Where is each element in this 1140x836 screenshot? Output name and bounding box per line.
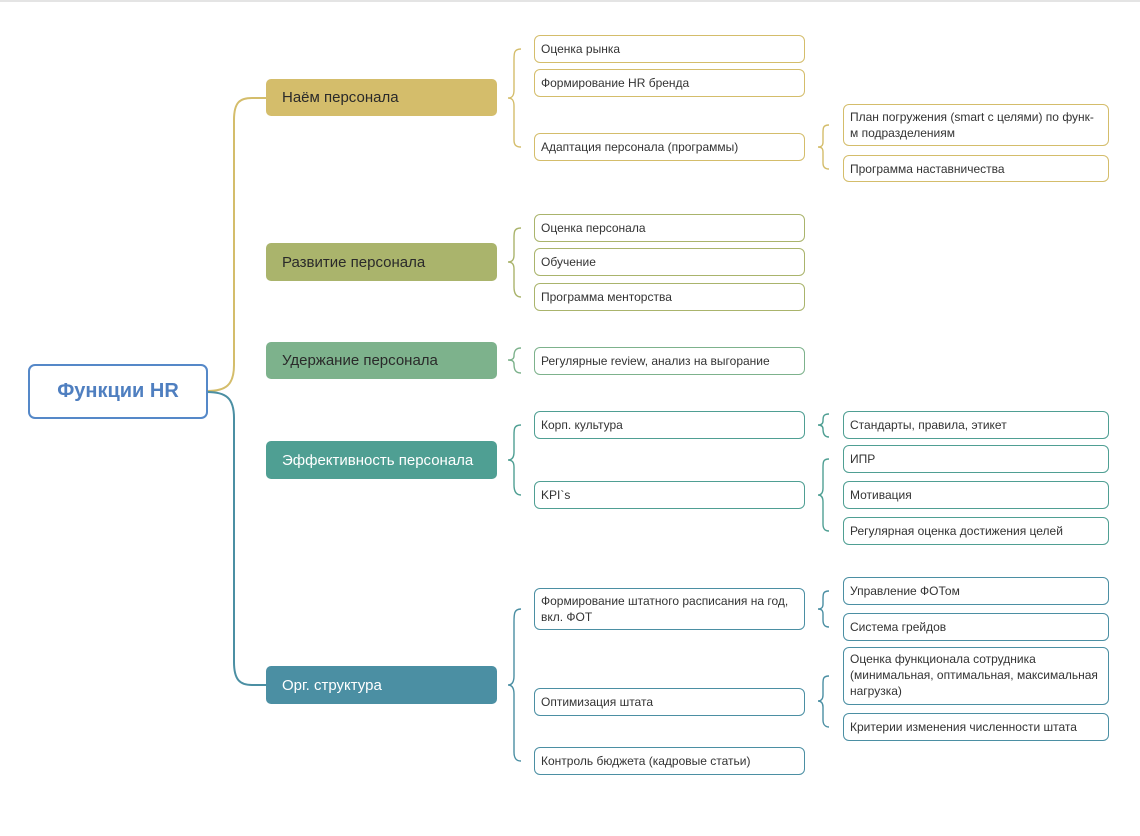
branch-label: Орг. структура <box>282 676 382 694</box>
node-label: Формирование штатного расписания на год,… <box>541 594 789 624</box>
branch-development[interactable]: Развитие персонала <box>266 243 497 281</box>
node-label: Система грейдов <box>850 620 947 634</box>
branch-label: Развитие персонала <box>282 253 426 271</box>
node-function-assessment[interactable]: Оценка функционала сотрудника (минимальн… <box>843 647 1109 705</box>
node-label: Оценка рынка <box>541 42 621 56</box>
node-market-assessment[interactable]: Оценка рынка <box>534 35 805 63</box>
bracket-culture <box>817 413 830 438</box>
branch-label: Эффективность персонала <box>282 451 474 469</box>
node-mentoring-program[interactable]: Программа наставничества <box>843 155 1109 182</box>
node-label: Управление ФОТом <box>850 584 960 598</box>
node-label: Адаптация персонала (программы) <box>541 140 739 154</box>
node-immersion-plan[interactable]: План погружения (smart с целями) по функ… <box>843 104 1109 146</box>
root-node[interactable]: Функции HR <box>28 364 208 419</box>
node-motivation[interactable]: Мотивация <box>843 481 1109 509</box>
bracket-kpi <box>817 458 830 532</box>
branch-efficiency[interactable]: Эффективность персонала <box>266 441 497 479</box>
node-standards-rules[interactable]: Стандарты, правила, этикет <box>843 411 1109 439</box>
node-label: Регулярные review, анализ на выгорание <box>541 354 770 368</box>
node-staffing-schedule[interactable]: Формирование штатного расписания на год,… <box>534 588 805 630</box>
node-label: Программа менторства <box>541 290 672 304</box>
node-staff-assessment[interactable]: Оценка персонала <box>534 214 805 242</box>
root-label: Функции HR <box>57 380 179 402</box>
node-staff-optimization[interactable]: Оптимизация штата <box>534 688 805 716</box>
bracket-org <box>507 608 522 762</box>
branch-org-structure[interactable]: Орг. структура <box>266 666 497 704</box>
branch-label: Удержание персонала <box>282 352 438 369</box>
branch-label: Наём персонала <box>282 89 399 106</box>
bracket-optimization <box>817 675 830 728</box>
bracket-retention <box>507 347 522 374</box>
node-headcount-criteria[interactable]: Критерии изменения численности штата <box>843 713 1109 741</box>
node-label: Оптимизация штата <box>541 695 654 709</box>
node-label: Обучение <box>541 255 596 269</box>
node-ipr[interactable]: ИПР <box>843 445 1109 473</box>
node-label: Программа наставничества <box>850 161 1005 176</box>
connector-root-upper <box>206 97 266 392</box>
node-label: Контроль бюджета (кадровые статьи) <box>541 754 751 768</box>
bracket-staffing <box>817 590 830 628</box>
node-training[interactable]: Обучение <box>534 248 805 276</box>
node-label: Оценка персонала <box>541 221 646 235</box>
node-payroll-management[interactable]: Управление ФОТом <box>843 577 1109 605</box>
node-budget-control[interactable]: Контроль бюджета (кадровые статьи) <box>534 747 805 775</box>
branch-retention[interactable]: Удержание персонала <box>266 342 497 379</box>
bracket-adaptation <box>817 124 830 170</box>
node-goal-review[interactable]: Регулярная оценка достижения целей <box>843 517 1109 545</box>
node-label: Регулярная оценка достижения целей <box>850 524 1063 538</box>
node-adaptation[interactable]: Адаптация персонала (программы) <box>534 133 805 161</box>
node-regular-review[interactable]: Регулярные review, анализ на выгорание <box>534 347 805 375</box>
branch-hiring[interactable]: Наём персонала <box>266 79 497 116</box>
node-label: План погружения (smart с целями) по функ… <box>850 110 1094 140</box>
node-mentorship-program[interactable]: Программа менторства <box>534 283 805 311</box>
node-label: Критерии изменения численности штата <box>850 720 1077 734</box>
node-corporate-culture[interactable]: Корп. культура <box>534 411 805 439</box>
bracket-development <box>507 227 522 298</box>
node-kpis[interactable]: KPI`s <box>534 481 805 509</box>
top-divider <box>0 0 1140 2</box>
node-label: Формирование HR бренда <box>541 76 690 90</box>
node-hr-brand[interactable]: Формирование HR бренда <box>534 69 805 97</box>
node-grade-system[interactable]: Система грейдов <box>843 613 1109 641</box>
bracket-efficiency <box>507 424 522 496</box>
node-label: Мотивация <box>850 488 912 502</box>
node-label: Корп. культура <box>541 418 623 432</box>
bracket-hiring <box>507 48 522 148</box>
node-label: KPI`s <box>541 488 571 502</box>
node-label: Оценка функционала сотрудника (минимальн… <box>850 652 1098 698</box>
connector-root-lower <box>206 391 266 686</box>
node-label: Стандарты, правила, этикет <box>850 418 1007 432</box>
node-label: ИПР <box>850 452 876 466</box>
